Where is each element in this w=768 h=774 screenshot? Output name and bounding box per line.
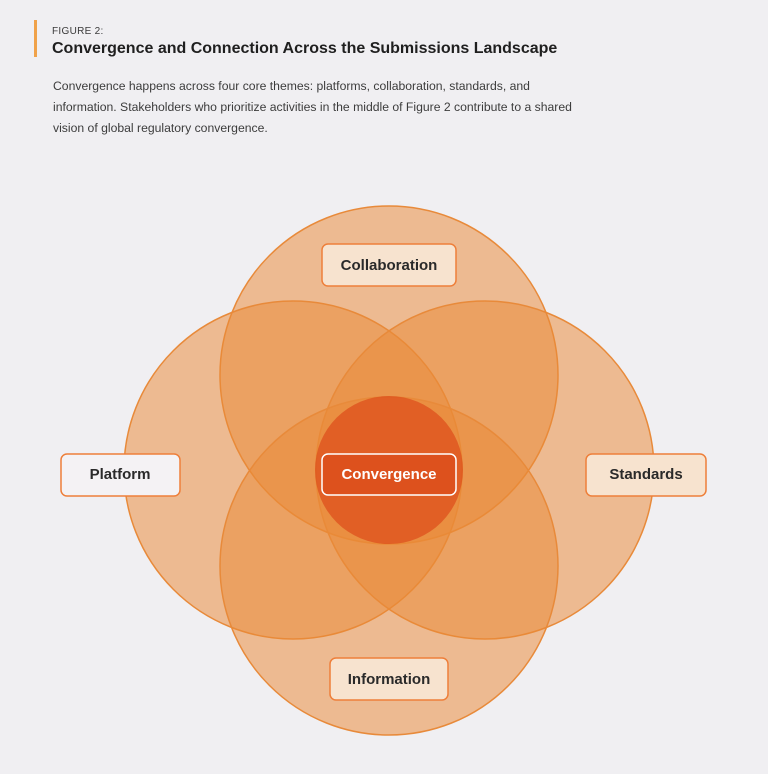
information-label: Information: [329, 657, 449, 701]
svg-text:Collaboration: Collaboration: [341, 257, 438, 274]
svg-text:Standards: Standards: [609, 466, 682, 483]
collaboration-label: Collaboration: [321, 243, 457, 287]
svg-text:Convergence: Convergence: [341, 466, 436, 483]
convergence-label: Convergence: [321, 453, 457, 496]
figure-title: Convergence and Connection Across the Su…: [52, 40, 558, 57]
convergence-core: [315, 396, 463, 544]
accent-bar: [34, 20, 37, 57]
standards-label: Standards: [585, 453, 707, 497]
platform-label: Platform: [60, 453, 181, 497]
figure-label: FIGURE 2:: [52, 26, 104, 37]
figure-description: Convergence happens across four core the…: [53, 79, 572, 135]
svg-text:Platform: Platform: [90, 466, 151, 483]
svg-text:Information: Information: [348, 671, 431, 688]
